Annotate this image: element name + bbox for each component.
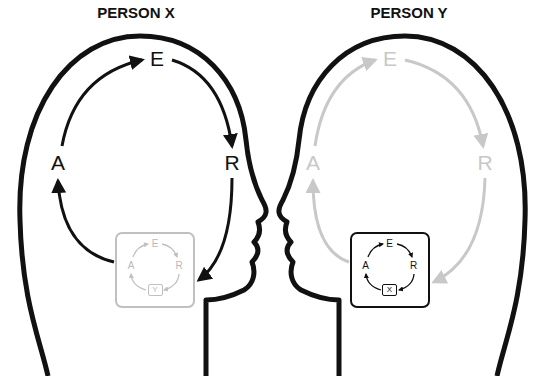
head-outline: [273, 0, 545, 376]
cycle-letter: E: [383, 48, 397, 69]
cycle-letter: R: [224, 152, 239, 173]
cycle-letter: R: [477, 152, 492, 173]
person-heading: PERSON X: [0, 5, 272, 20]
person-head: PERSON X E R A Y: [0, 0, 272, 376]
person-heading: PERSON Y: [273, 5, 545, 20]
mini-cycle-letter: A: [362, 261, 369, 271]
mini-cycle-letter: A: [128, 261, 135, 271]
nested-model-label: Y: [149, 285, 162, 295]
model-box: E R A X: [350, 232, 430, 308]
nested-model-label: X: [383, 285, 396, 295]
nested-model-box: Y: [148, 284, 163, 296]
mini-cycle-letter: R: [410, 261, 417, 271]
model-box: E R A Y: [115, 232, 195, 308]
person-head: PERSON Y E R A X: [273, 0, 545, 376]
head-outline: [0, 0, 272, 376]
cycle-letter: E: [150, 48, 164, 69]
nested-model-box: X: [382, 284, 397, 296]
cycle-letter: A: [51, 152, 65, 173]
mini-cycle-letter: R: [175, 261, 182, 271]
mini-cycle-letter: E: [386, 239, 393, 249]
mini-cycle-letter: E: [152, 239, 159, 249]
cycle-letter: A: [306, 152, 320, 173]
